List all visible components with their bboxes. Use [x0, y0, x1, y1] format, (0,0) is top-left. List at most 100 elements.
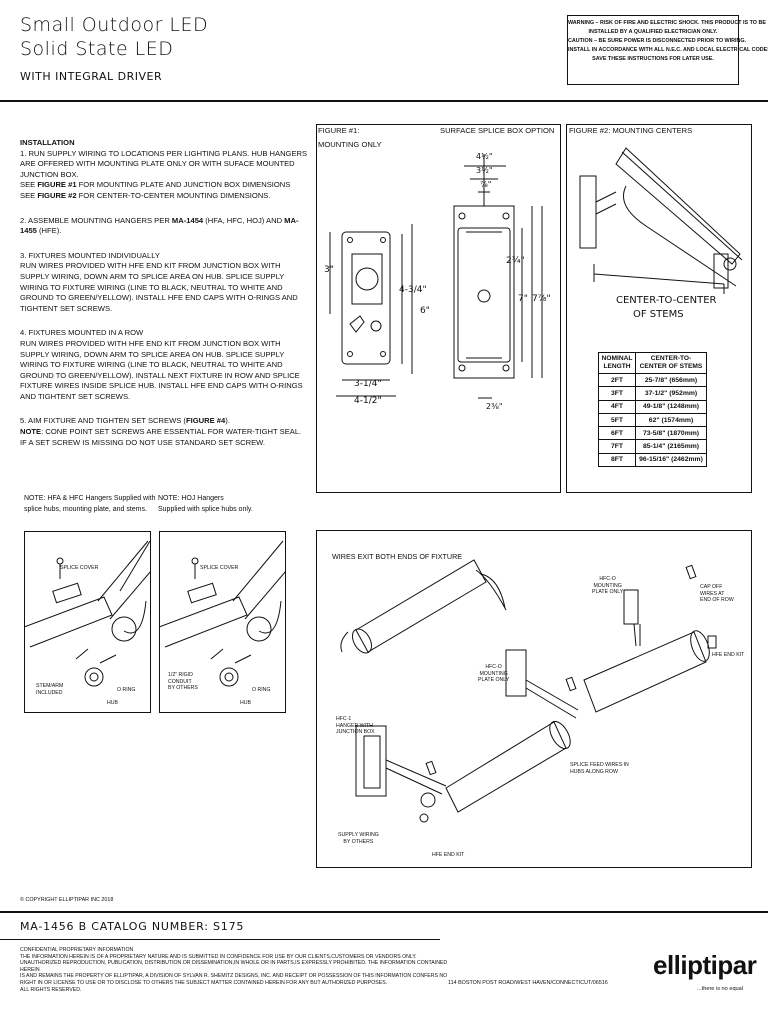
table-cell: 62" (1574mm) [635, 412, 707, 428]
dim-6: 6" [420, 306, 430, 316]
splice-cover-label-1: SPLICE COVER [60, 565, 99, 571]
stem-centers-table: NOMINAL LENGTH CENTER-TO-CENTER OF STEMS… [598, 352, 707, 468]
hfc-plate-top-label: HFC-O MOUNTING PLATE ONLY [592, 576, 623, 596]
installation-instructions: INSTALLATION 1. RUN SUPPLY WIRING TO LOC… [20, 138, 310, 457]
o-ring-label-1: O RING [117, 687, 136, 693]
label-line: SUPPLY WIRING [338, 832, 379, 838]
hfe-end-kit-bottom: HFE END KIT [432, 852, 465, 858]
step-5-pre: 5. AIM FIXTURE AND TIGHTEN SET SCREWS ( [20, 416, 186, 426]
stem-arm-label: STEM/ARM INCLUDED [36, 683, 63, 696]
step-4-body: RUN WIRES PROVIDED WITH HFE END KIT FROM… [20, 338, 303, 401]
note-line: splice hubs, mounting plate, and stems. [24, 506, 147, 513]
warning-line: INSTALL IN ACCORDANCE WITH ALL N.E.C. AN… [568, 47, 768, 53]
table-cell: 8FT [598, 452, 636, 468]
company-address: 114 BOSTON POST ROAD/WEST HAVEN/CONNECTI… [448, 980, 608, 986]
figure-1-ref: FIGURE #1 [37, 180, 77, 190]
label-line: HUBS ALONG ROW [570, 768, 618, 775]
hub-label-1: HUB [107, 700, 118, 706]
detail-hoj-drawing [159, 540, 286, 687]
title-line-1: Small Outdoor LED [20, 14, 209, 36]
cap-off-label: CAP OFF WIRES AT END OF ROW [700, 584, 734, 604]
label-line: BY OTHERS [343, 838, 374, 845]
detail-hfa-hfc-drawing [24, 540, 151, 687]
ma-1454-ref: MA-1454 [171, 215, 204, 225]
figure-2-ref: FIGURE #2 [37, 190, 77, 200]
step-2-mid: (HFA, HFC, HOJ) AND [203, 215, 285, 225]
label-line: STEM/ARM [36, 683, 64, 689]
step-3-body: RUN WIRES PROVIDED WITH HFE END KIT FROM… [20, 261, 298, 313]
label-line: 1/2" RIGID [168, 672, 193, 678]
table-cell: 49-1/8" (1248mm) [635, 399, 707, 414]
confidential-line: IS AND REMAINS THE PROPERTY OF ELLIPTIPA… [20, 973, 448, 980]
splice-box-option-label: SURFACE SPLICE BOX OPTION [440, 126, 555, 135]
figure-2-label: FIGURE #2: MOUNTING CENTERS [569, 126, 693, 135]
step-5-post: ). [225, 416, 230, 426]
table-cell: 6FT [598, 426, 636, 441]
ma-1455-ref: MA-1455 [20, 215, 299, 236]
step-1-ref-pre: SEE [20, 180, 38, 190]
note-hoj: NOTE: HOJ Hangers Supplied with splice h… [158, 493, 253, 515]
label-line: INCLUDED [36, 689, 63, 696]
confidential-line: RIGHT IN OR LICENSE TO USE OR TO DISCLOS… [20, 979, 388, 986]
header-divider [0, 100, 768, 102]
step-2-pre: 2. ASSEMBLE MOUNTING HANGERS PER [20, 215, 172, 225]
note-hfa-hfc: NOTE: HFA & HFC Hangers Supplied with sp… [24, 493, 156, 515]
step-3-title: 3. FIXTURES MOUNTED INDIVIDUALLY [20, 250, 160, 260]
figure-2-panel [566, 124, 752, 493]
label-line: SPLICE FEED WIRES IN [570, 762, 629, 768]
label-line: PLATE ONLY [478, 677, 510, 683]
splice-feed-label: SPLICE FEED WIRES IN HUBS ALONG ROW [570, 762, 629, 775]
table-cell: 2FT [598, 372, 636, 388]
dim-top-3-1-2: 3½" [476, 166, 493, 175]
label-line: END OF ROW [700, 597, 734, 603]
step-1-ref-post: FOR MOUNTING PLATE AND JUNCTION BOX DIME… [76, 180, 291, 190]
table-cell: 85-1/4" (2165mm) [635, 439, 707, 454]
note-line: NOTE: HFA & HFC Hangers Supplied with [24, 495, 156, 502]
subtitle: WITH INTEGRAL DRIVER [20, 70, 163, 83]
table-cell: 25-7/8" (656mm) [635, 372, 707, 388]
table-cell: 4FT [598, 399, 636, 414]
catalog-number: MA-1456 B CATALOG NUMBER: S175 [20, 920, 245, 933]
warning-line: CAUTION – BE SURE POWER IS DISCONNECTED … [568, 38, 747, 44]
dim-2-3-8: 2⅜" [486, 402, 503, 411]
catalog-underline [0, 939, 440, 940]
detail-hfa-hfc-panel [24, 531, 151, 713]
hub-label-2: HUB [240, 700, 251, 706]
label-line: PLATE ONLY [592, 589, 624, 595]
table-cell: 3FT [598, 386, 636, 401]
dim-top-7-8: ⅞" [480, 180, 492, 189]
note-line: NOTE: HOJ Hangers [158, 495, 224, 502]
company-tagline: ...there is no equal [697, 986, 744, 992]
label-line: BY OTHERS [168, 685, 198, 691]
figure-2-drawing [579, 147, 743, 294]
figure-1-panel [316, 124, 561, 493]
confidential-line: ALL RIGHTS RESERVED. [20, 986, 82, 993]
wires-exit-label: WIRES EXIT BOTH ENDS OF FIXTURE [332, 552, 463, 561]
o-ring-label-2: O RING [252, 687, 271, 693]
confidential-line: CONFIDENTIAL PROPRIETARY INFORMATION [20, 947, 134, 953]
warning-line: SAVE THESE INSTRUCTIONS FOR LATER USE. [592, 56, 714, 62]
label-line: MOUNTING [479, 670, 508, 677]
confidential-line: THE INFORMATION HEREIN IS OF A PROPRIETA… [20, 953, 417, 960]
figure-1-label: FIGURE #1: [318, 126, 360, 135]
dim-7-7-8: 7⅞" [532, 294, 551, 304]
splice-cover-label-2: SPLICE COVER [200, 565, 239, 571]
confidential-notice: CONFIDENTIAL PROPRIETARY INFORMATION THE… [20, 947, 450, 993]
figure-4-drawing [340, 559, 717, 823]
table-cell: 37-1/2" (952mm) [635, 386, 707, 401]
label-line: HFC-1 [336, 716, 352, 722]
table-header: NOMINAL LENGTH [598, 352, 636, 374]
figure-1-drawing [329, 154, 543, 399]
label-line: HFC-O [485, 664, 502, 670]
figure-4-ref: FIGURE #4 [185, 416, 226, 426]
step-1: 1. RUN SUPPLY WIRING TO LOCATIONS PER LI… [20, 148, 308, 179]
label-line: HANGER WITH [336, 722, 373, 729]
warning-line: INSTALLED BY A QUALIFIED ELECTRICIAN ONL… [588, 29, 718, 35]
center-label-1: CENTER-TO-CENTER [616, 295, 717, 306]
warning-box: WARNING – RISK OF FIRE AND ELECTRIC SHOC… [567, 15, 768, 85]
